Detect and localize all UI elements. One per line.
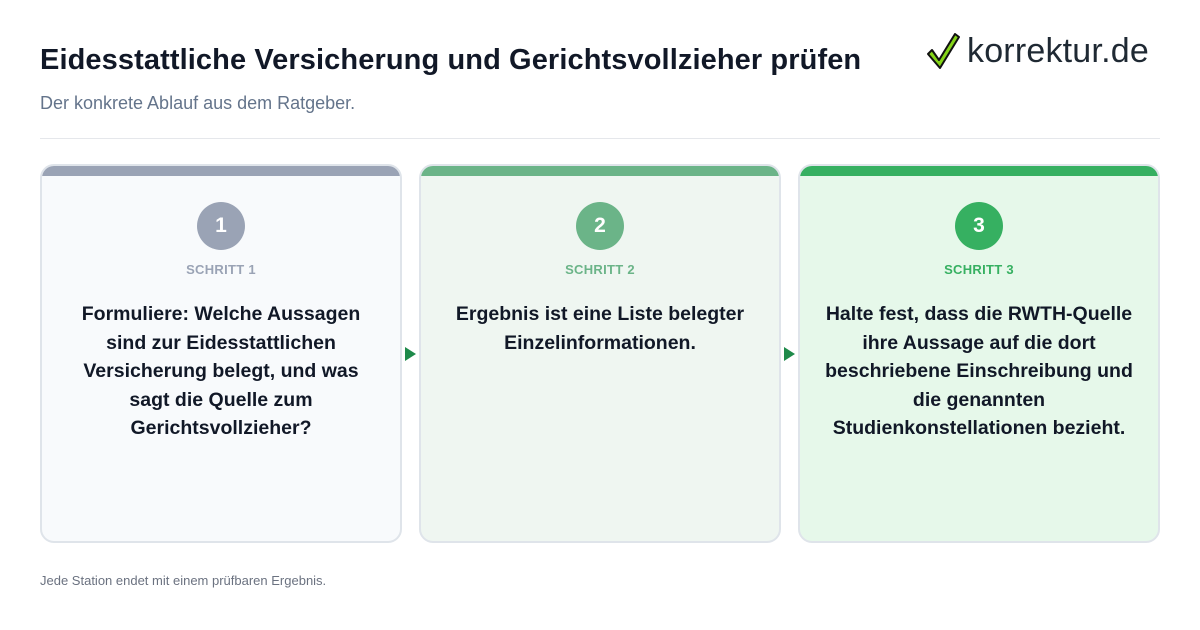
step-number-badge: 3 (955, 202, 1003, 250)
step-card-3: 3 SCHRITT 3 Halte fest, dass die RWTH-Qu… (798, 164, 1160, 543)
step-card-accent-bar (42, 166, 400, 176)
step-card-1: 1 SCHRITT 1 Formuliere: Welche Aussagen … (40, 164, 402, 543)
step-card-accent-bar (421, 166, 779, 176)
page-subtitle: Der konkrete Ablauf aus dem Ratgeber. (40, 93, 356, 113)
step-text: Formuliere: Welche Aussagen sind zur Eid… (81, 303, 361, 439)
page-title: Eidesstattliche Versicherung und Gericht… (40, 44, 862, 76)
step-card-accent-bar (800, 166, 1158, 176)
step-text: Halte fest, dass die RWTH-Quelle ihre Au… (825, 303, 1133, 439)
step-text: Ergebnis ist eine Liste belegter Einzeli… (455, 303, 745, 354)
step-label: SCHRITT 1 (186, 262, 256, 277)
step-number-badge: 2 (576, 202, 624, 250)
step-label: SCHRITT 3 (944, 262, 1014, 277)
brand-logo-text: korrektur.de (967, 32, 1149, 70)
triangle-right-icon (405, 347, 416, 361)
step-number-badge: 1 (197, 202, 245, 250)
brand-logo[interactable]: korrektur.de (925, 30, 1149, 72)
footer-note: Jede Station endet mit einem prüfbaren E… (40, 573, 327, 588)
step-label: SCHRITT 2 (565, 262, 635, 277)
header-divider (40, 138, 1160, 139)
step-card-2: 2 SCHRITT 2 Ergebnis ist eine Liste bele… (419, 164, 781, 543)
triangle-right-icon (784, 347, 795, 361)
checkmark-icon (925, 30, 961, 72)
